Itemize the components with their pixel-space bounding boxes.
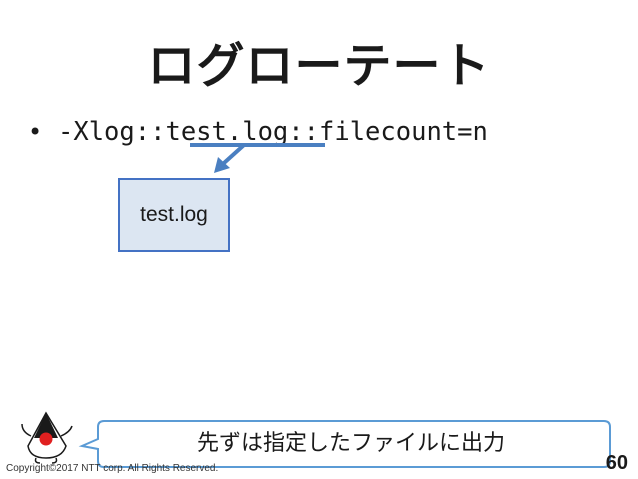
- copyright-text: Copyright©2017 NTT corp. All Rights Rese…: [6, 463, 219, 474]
- log-file-box: test.log: [118, 178, 230, 252]
- slide-title: ログローテート: [147, 38, 491, 94]
- log-file-label: test.log: [140, 203, 208, 226]
- bullet-item: • -Xlog::test.log::filecount=n: [28, 116, 488, 148]
- code-option-text: -Xlog::test.log::filecount=n: [58, 117, 488, 147]
- callout-text: 先ずは指定したファイルに出力: [196, 431, 505, 456]
- bullet-dot: •: [28, 118, 43, 146]
- page-number: 60: [605, 452, 628, 474]
